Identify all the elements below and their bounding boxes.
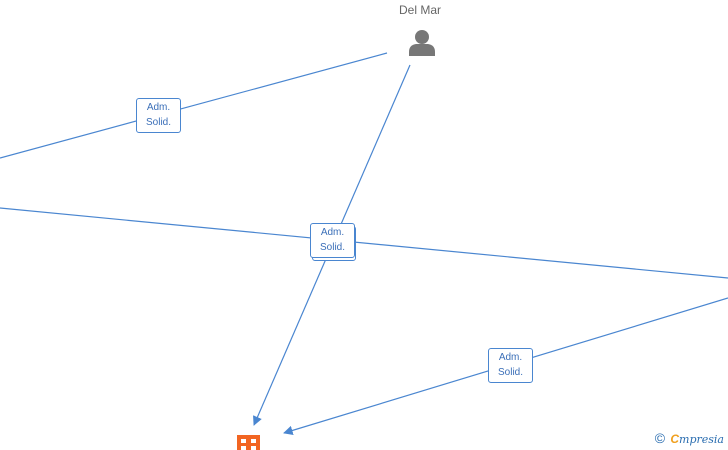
edge-line (0, 52, 388, 159)
person-name[interactable]: Del Mar (398, 3, 441, 17)
relation-label-line2: Solid. (497, 367, 523, 378)
relation-label-line1: Adm. (320, 227, 345, 238)
relation-label[interactable]: Adm. Solid. (488, 348, 533, 383)
relation-label-line2: Solid. (145, 117, 171, 128)
person-icon[interactable] (409, 30, 435, 56)
relation-label-line2: Solid. (319, 242, 345, 253)
brand-initial: C (670, 432, 680, 446)
empresia-watermark: © Cmpresia (655, 430, 724, 446)
relation-label-line1: Adm. (146, 102, 171, 113)
relation-label-line1: Adm. (498, 352, 523, 363)
relation-label[interactable]: Adm. Solid. (310, 223, 355, 258)
relation-label[interactable]: Adm. Solid. (136, 98, 181, 133)
brand-name: mpresia (679, 433, 724, 446)
edge-line (0, 207, 728, 279)
building-icon[interactable] (237, 435, 260, 450)
copyright-symbol: © (654, 430, 666, 446)
